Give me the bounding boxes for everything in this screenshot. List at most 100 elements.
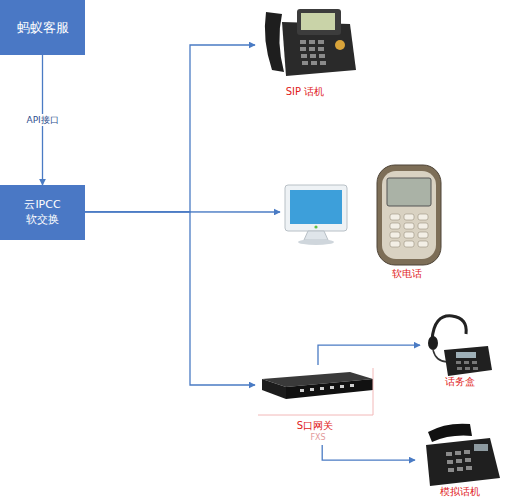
phone-keys [446,450,472,472]
key [418,214,428,220]
monitor-stand [304,231,328,240]
key [447,460,453,464]
softphone-image [377,165,441,265]
sip-phone-node: SIP 话机 [255,0,365,100]
node-text: 模拟话机 [415,486,505,498]
headband [432,316,466,340]
softswitch-box: 云IPCC 软交换 [0,185,85,240]
key [448,468,454,472]
key [390,232,400,238]
sip-phone-image [265,9,356,76]
key [446,452,452,456]
node-text: S口网关 [255,420,375,432]
key [465,458,471,462]
port [350,384,354,387]
port [330,386,334,389]
softphone-body [377,165,441,265]
port [300,389,304,392]
gateway-front [286,379,373,399]
key [473,367,478,370]
gateway-ports [300,384,354,392]
key [319,54,325,58]
gateway-node: S口网关FXS [255,365,375,445]
key [302,61,308,65]
port [310,388,314,391]
gateway-side [262,379,286,399]
key [418,232,428,238]
key [309,40,315,44]
gateway-image [258,368,373,415]
handset [265,12,284,72]
softphone-screen [387,178,431,206]
phone-body [426,438,500,486]
key [318,47,324,51]
port [320,387,324,390]
port [340,385,344,388]
key [300,40,306,44]
key [300,47,306,51]
node-text: 软电话 [377,268,437,280]
earpiece [428,336,438,350]
key [456,361,461,364]
softphone-keypad [390,214,428,247]
node-text: FXS [255,433,381,442]
key [311,61,317,65]
edge-label: API接口 [26,114,60,127]
monitor-screen [290,190,342,224]
key [464,361,469,364]
key [418,223,428,229]
key [404,241,414,247]
node-text: 话务盒 [420,376,500,388]
key [472,361,477,364]
phone-screen [301,13,335,30]
key [457,467,463,471]
analog-phone-node: 模拟话机 [415,415,505,500]
nav-key [335,40,345,50]
phone-base [444,346,492,376]
key [309,47,315,51]
key [466,466,472,470]
headset-image [428,316,492,376]
key [390,223,400,229]
connector [322,445,415,460]
key [320,61,326,65]
base-keys [456,361,478,370]
phone-screen [474,444,488,451]
power-led [314,225,317,228]
monitor-base [298,239,334,245]
key [455,451,461,455]
softphone-face [382,171,436,259]
screen-bezel [297,9,341,35]
headset-node: 话务盒 [420,310,500,390]
service-box: 蚂蚁客服 [0,0,85,55]
node-text: 云IPCC 软交换 [18,198,68,228]
key [390,241,400,247]
connector [85,212,255,385]
base-screen [456,352,476,358]
key [404,232,414,238]
monitor-frame [285,185,347,231]
node-text: SIP 话机 [255,86,355,98]
key [465,367,470,370]
analog-phone-image [426,424,500,486]
key [456,459,462,463]
key [457,367,462,370]
key [390,214,400,220]
key [310,54,316,58]
key [404,214,414,220]
monitor-image [285,185,347,245]
key [318,40,324,44]
gateway-underline [258,415,373,416]
softphone-node: 软电话 [280,160,445,285]
key [464,450,470,454]
key [418,241,428,247]
keypad [300,40,326,65]
connector [85,45,255,212]
gateway-sideline [373,368,374,415]
key [301,54,307,58]
key [404,223,414,229]
connector [318,345,420,365]
